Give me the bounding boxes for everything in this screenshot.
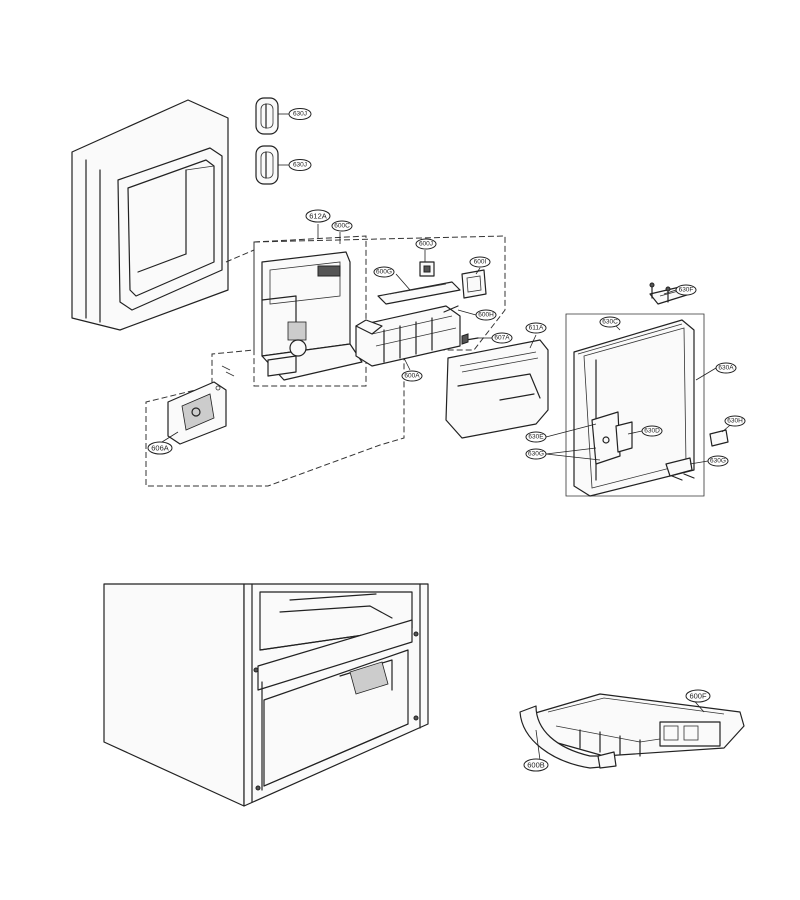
gasket-630C <box>577 323 683 355</box>
part-600I <box>461 269 487 299</box>
part-600J <box>419 261 435 277</box>
callout-630G-right: 630G <box>707 455 729 467</box>
ice-maker-tray-assembly <box>519 693 745 769</box>
svg-text:607A: 607A <box>494 335 510 342</box>
svg-text:606A: 606A <box>151 444 169 453</box>
svg-text:630G: 630G <box>710 458 726 465</box>
cover-600G <box>377 281 461 305</box>
ice-maker-600A <box>355 305 461 367</box>
svg-text:630G: 630G <box>528 451 544 458</box>
callout-607A: 607A <box>491 332 513 344</box>
svg-text:630J: 630J <box>293 162 307 169</box>
callout-630G-left: 630G <box>525 448 547 460</box>
hinge-630E-630D <box>591 411 633 465</box>
callout-606A: 606A <box>147 441 173 455</box>
svg-text:611A: 611A <box>529 325 544 332</box>
callout-600I: 600I <box>469 256 491 268</box>
clip-630J-lower <box>255 145 279 185</box>
callout-600G: 600G <box>373 266 395 278</box>
callout-600A: 600A <box>401 370 423 382</box>
svg-text:600G: 600G <box>376 269 392 276</box>
callout-630E: 630E <box>525 431 547 443</box>
dispenser-door-frame <box>71 99 229 331</box>
callout-630J-lower: 630J <box>288 159 312 171</box>
svg-text:630H: 630H <box>727 418 743 425</box>
svg-text:630D: 630D <box>644 428 660 435</box>
mount-606A <box>167 365 235 445</box>
svg-text:630F: 630F <box>679 287 694 294</box>
svg-text:600H: 600H <box>478 312 494 319</box>
svg-text:630A: 630A <box>718 365 734 372</box>
cover-panel-611A <box>445 339 549 439</box>
callout-630C: 630C <box>599 316 621 328</box>
clip-630J-upper <box>255 97 279 135</box>
callout-600B: 600B <box>523 758 549 772</box>
callout-600C: 600C <box>331 220 353 232</box>
svg-text:600J: 600J <box>419 241 433 248</box>
assembly-group-outline <box>145 235 506 487</box>
callout-611A: 611A <box>525 322 547 334</box>
screw-607A <box>461 333 479 345</box>
svg-text:600B: 600B <box>527 761 545 770</box>
svg-text:612A: 612A <box>309 212 327 221</box>
refrigerator-cabinet <box>103 583 429 807</box>
callout-600J: 600J <box>415 238 437 250</box>
part-630H <box>709 429 729 447</box>
svg-text:600C: 600C <box>334 223 350 230</box>
callout-600H: 600H <box>475 309 497 321</box>
svg-text:630J: 630J <box>293 111 307 118</box>
callout-630J-upper: 630J <box>288 108 312 120</box>
ice-door-assembly-group <box>565 313 705 497</box>
svg-text:600I: 600I <box>474 259 487 266</box>
bracket-630G <box>665 457 695 481</box>
svg-text:630E: 630E <box>528 434 544 441</box>
svg-text:600F: 600F <box>689 692 707 701</box>
callout-612A: 612A <box>305 209 331 223</box>
svg-text:630C: 630C <box>602 319 618 326</box>
callout-630A: 630A <box>715 362 737 374</box>
callout-630D: 630D <box>641 425 663 437</box>
callout-630F: 630F <box>675 284 697 296</box>
callout-630H: 630H <box>724 415 746 427</box>
part-600H <box>443 305 459 313</box>
callout-600F: 600F <box>685 689 711 703</box>
ice-bin-bracket-612A <box>261 251 363 381</box>
svg-text:600A: 600A <box>404 373 420 380</box>
